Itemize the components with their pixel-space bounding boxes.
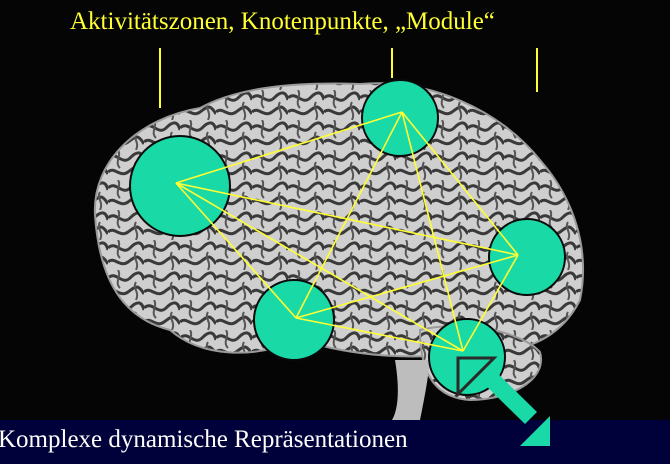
node-occipital — [489, 219, 565, 295]
node-temporal — [254, 280, 334, 360]
caption: Komplexe dynamische Repräsentationen — [0, 426, 518, 454]
title: Aktivitätszonen, Knotenpunkte, „Module“ — [70, 8, 630, 36]
node-top — [362, 80, 438, 156]
